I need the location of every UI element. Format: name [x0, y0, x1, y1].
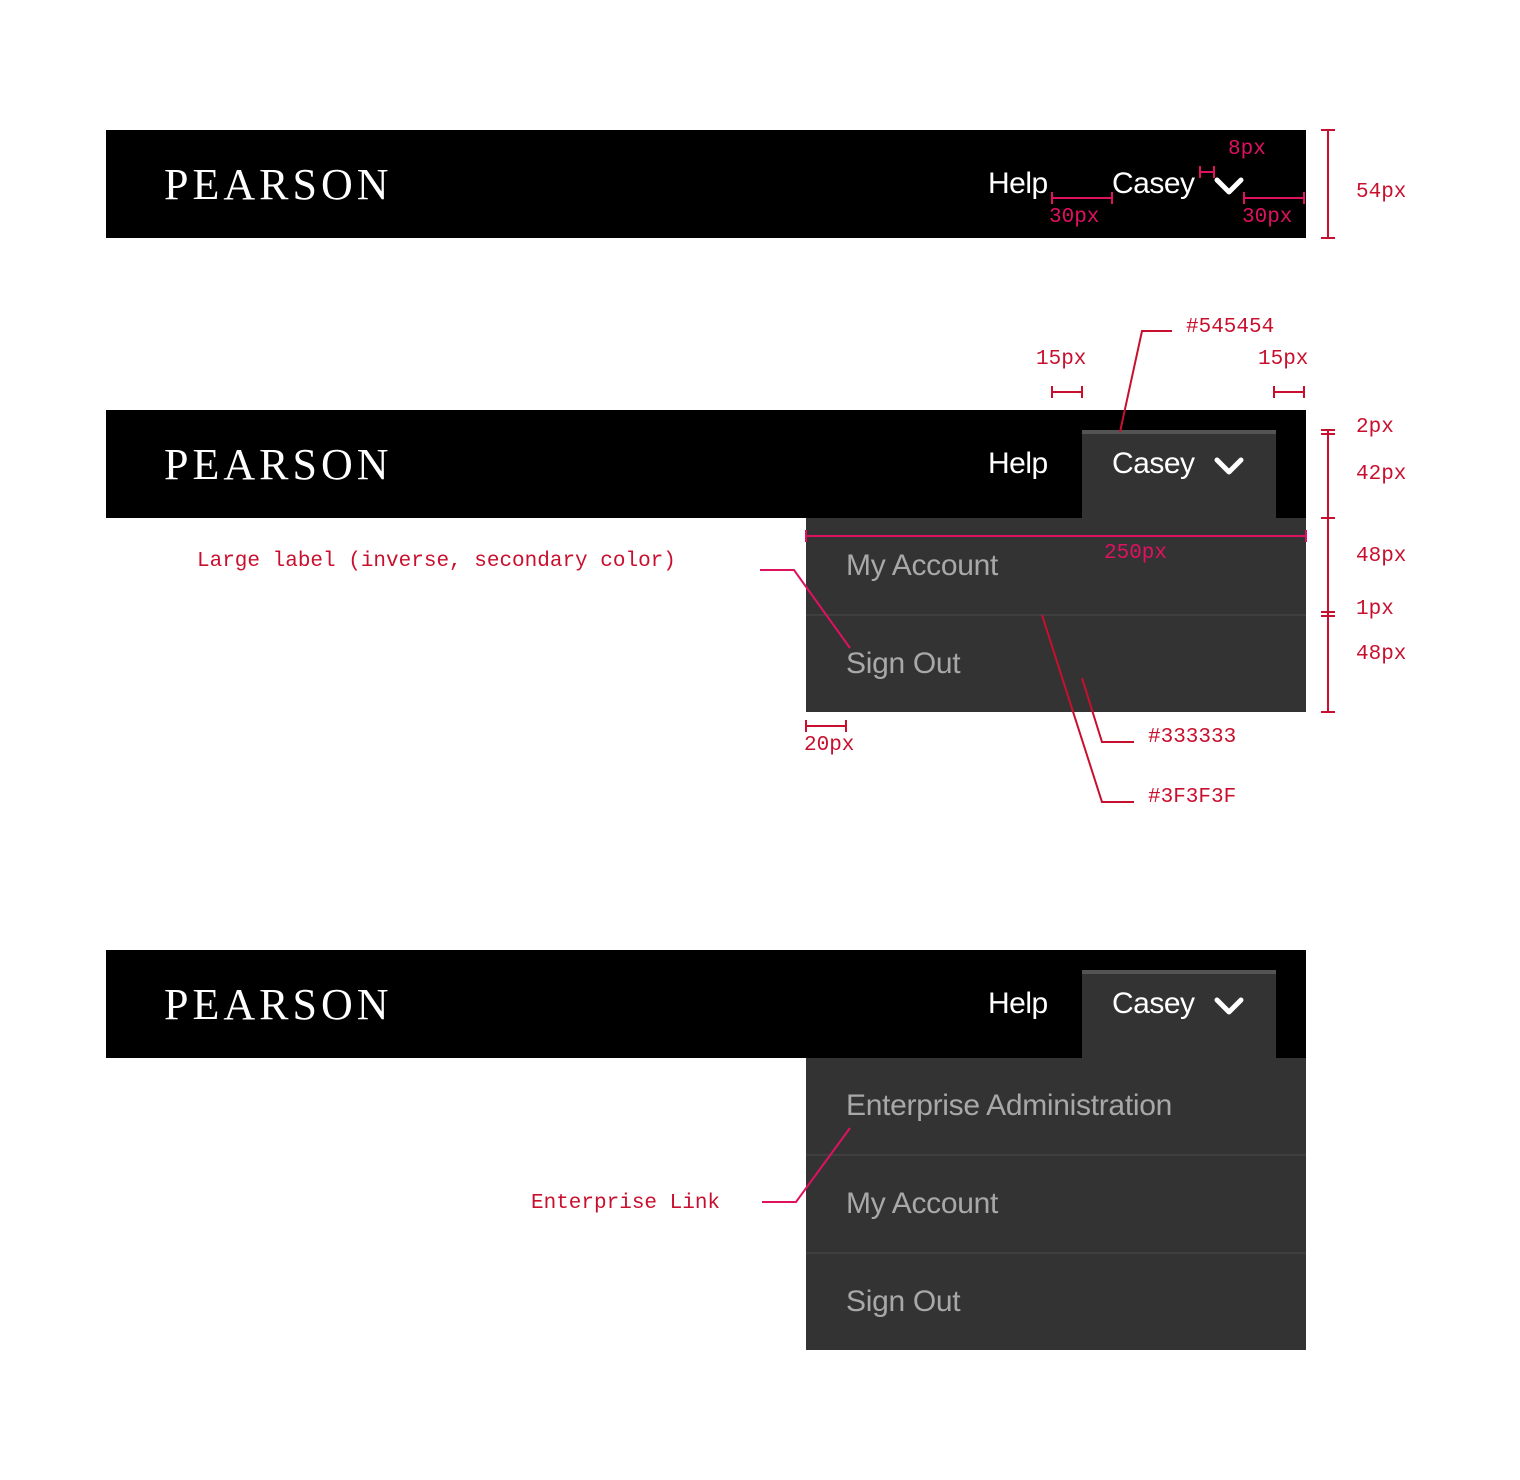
menu-item-my-account[interactable]: My Account — [846, 1187, 999, 1220]
menu-divider — [806, 1154, 1306, 1156]
annotation-gap-30-help: 30px — [1049, 206, 1100, 229]
user-menu-active-tab[interactable] — [1082, 430, 1276, 518]
menu-divider — [806, 614, 1306, 616]
user-menu-toggle[interactable]: Casey — [1112, 447, 1195, 480]
annotation-color-545454: #545454 — [1186, 316, 1275, 339]
help-link[interactable]: Help — [988, 167, 1048, 200]
user-menu-toggle[interactable]: Casey — [1112, 987, 1195, 1020]
user-menu-active-tab[interactable] — [1082, 970, 1276, 1058]
annotation-pad-15-right: 15px — [1258, 348, 1309, 371]
annotation-pad-20: 20px — [804, 734, 855, 757]
header-bar-open: PEARSON Help Casey — [106, 410, 1306, 518]
annotation-height-42: 42px — [1356, 463, 1407, 486]
header-bar-collapsed: PEARSON Help Casey — [106, 130, 1306, 238]
annotation-pad-15-left: 15px — [1036, 348, 1087, 371]
menu-item-sign-out[interactable]: Sign Out — [846, 647, 961, 680]
header-bar-enterprise: PEARSON Help Casey — [106, 950, 1306, 1058]
pearson-logo[interactable]: PEARSON — [164, 980, 393, 1029]
annotation-color-3f3f3f: #3F3F3F — [1148, 786, 1237, 809]
menu-item-enterprise-administration[interactable]: Enterprise Administration — [846, 1089, 1172, 1122]
annotation-height-2: 2px — [1356, 416, 1394, 439]
chevron-down-icon[interactable] — [1214, 177, 1244, 197]
annotation-large-label: Large label (inverse, secondary color) — [197, 550, 676, 573]
annotation-gap-30-right: 30px — [1242, 206, 1293, 229]
annotation-height-48-b: 48px — [1356, 643, 1407, 666]
menu-item-my-account[interactable]: My Account — [846, 549, 999, 582]
menu-item-sign-out[interactable]: Sign Out — [846, 1285, 961, 1318]
annotation-height-1: 1px — [1356, 598, 1394, 621]
user-menu-toggle[interactable]: Casey — [1112, 167, 1195, 200]
enterprise-dropdown-menu: Enterprise Administration My Account Sig… — [806, 1058, 1306, 1350]
annotation-width-250: 250px — [1104, 542, 1168, 565]
pearson-logo[interactable]: PEARSON — [164, 440, 393, 489]
chevron-down-icon[interactable] — [1214, 457, 1244, 477]
pearson-logo[interactable]: PEARSON — [164, 160, 393, 209]
chevron-down-icon[interactable] — [1214, 997, 1244, 1017]
help-link[interactable]: Help — [988, 987, 1048, 1020]
menu-divider — [806, 1252, 1306, 1254]
annotation-gap-8: 8px — [1228, 138, 1266, 161]
annotation-height-48-a: 48px — [1356, 545, 1407, 568]
annotation-height-54: 54px — [1356, 181, 1407, 204]
help-link[interactable]: Help — [988, 447, 1048, 480]
annotation-enterprise-link: Enterprise Link — [531, 1192, 721, 1215]
annotation-color-333333: #333333 — [1148, 726, 1237, 749]
user-dropdown-menu: My Account Sign Out — [806, 518, 1306, 712]
